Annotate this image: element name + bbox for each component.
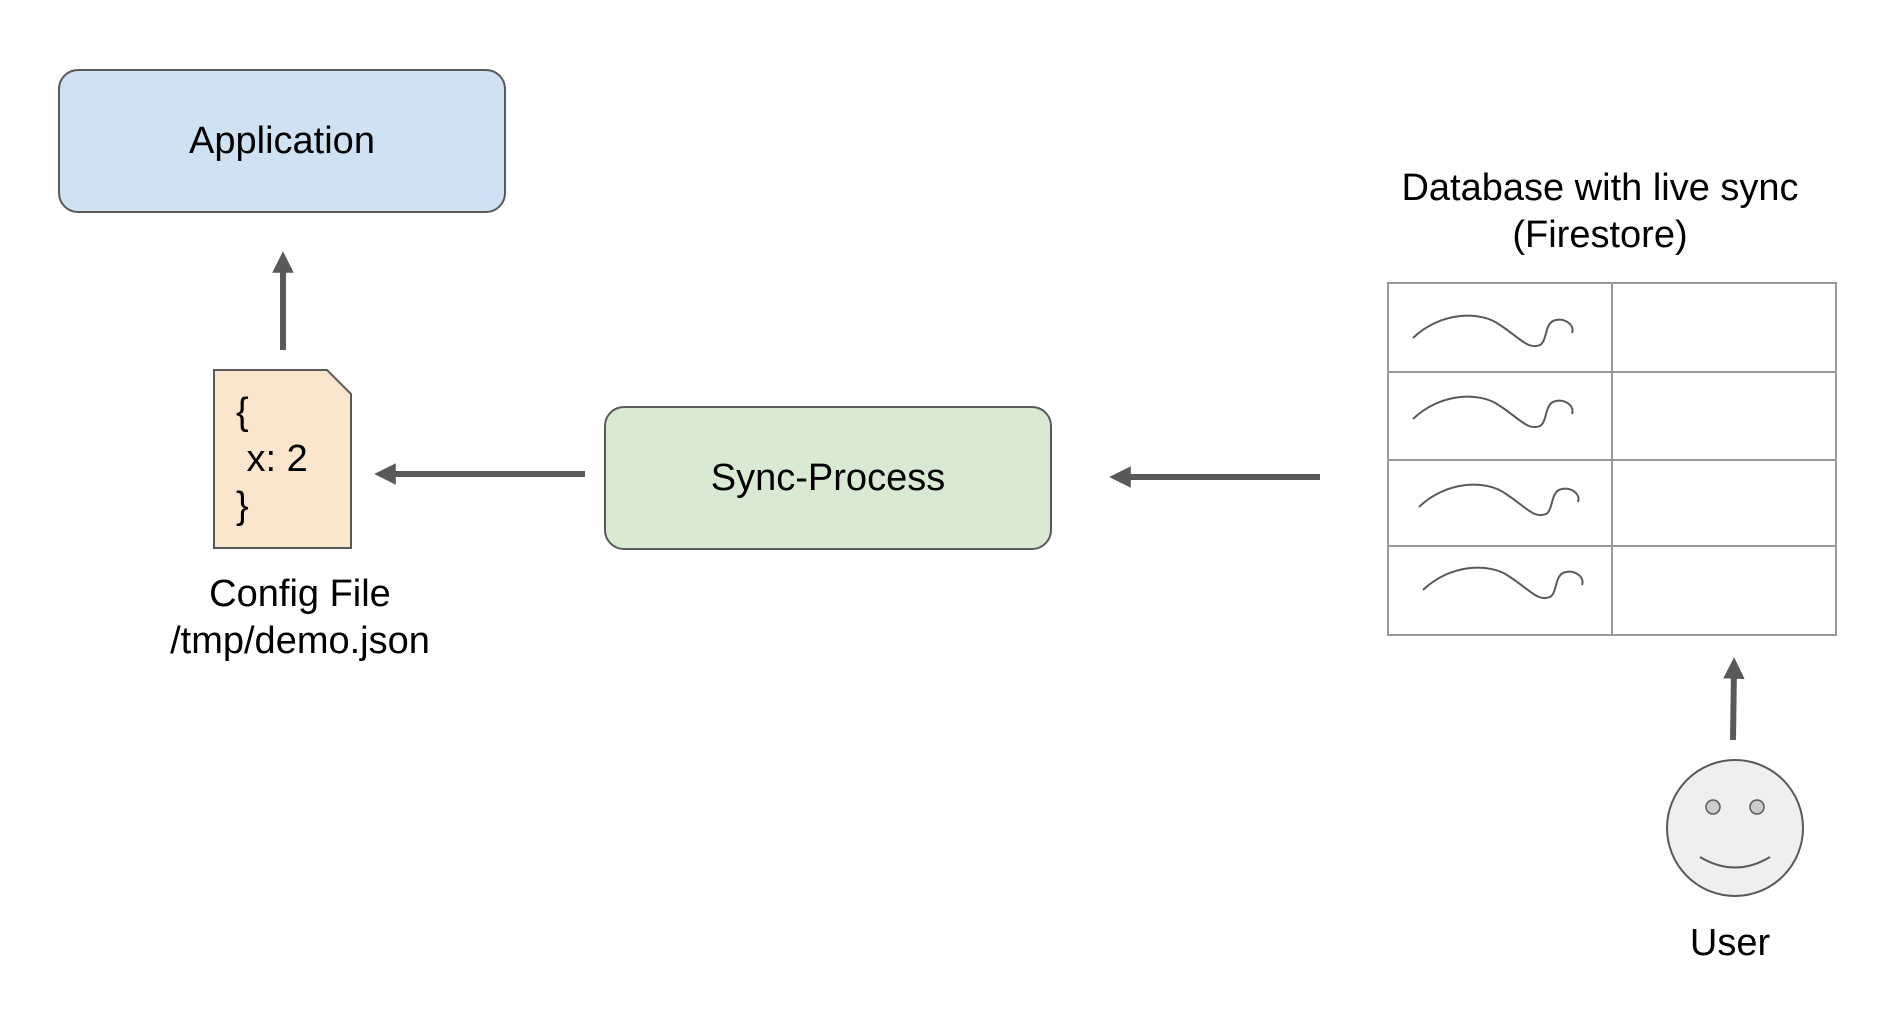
database-table xyxy=(1387,282,1837,636)
sync-process-label: Sync-Process xyxy=(710,456,946,499)
application-label: Application xyxy=(189,119,375,162)
user-face-circle xyxy=(1666,759,1804,897)
arrow-user-to-database xyxy=(1723,657,1745,741)
application-node: Application xyxy=(58,69,506,213)
scribble-icon xyxy=(1412,314,1574,348)
config-file-line: } xyxy=(236,485,249,527)
config-file-line: x: 2 xyxy=(236,438,308,480)
user-mouth xyxy=(1699,856,1771,869)
scribble-icon xyxy=(1412,395,1574,429)
sync-process-node: Sync-Process xyxy=(604,406,1052,550)
config-file-content: { x: 2 } xyxy=(236,389,308,530)
user-label: User xyxy=(1630,920,1830,967)
database-title-line2: (Firestore) xyxy=(1512,214,1688,256)
user-label-text: User xyxy=(1689,922,1771,964)
config-file-path: /tmp/demo.json xyxy=(170,620,430,662)
config-file-icon xyxy=(213,369,352,549)
config-file-title: Config File xyxy=(209,573,391,615)
config-file-line: { xyxy=(236,391,249,433)
user-left-eye xyxy=(1705,799,1721,815)
database-title: Database with live sync (Firestore) xyxy=(1340,165,1860,259)
config-file-label: Config File /tmp/demo.json xyxy=(130,571,470,665)
database-title-line1: Database with live sync xyxy=(1401,167,1799,209)
smiley-face-icon xyxy=(1666,759,1804,897)
scribble-icon xyxy=(1418,483,1580,517)
scribble-icon xyxy=(1422,566,1584,600)
user-right-eye xyxy=(1749,799,1765,815)
